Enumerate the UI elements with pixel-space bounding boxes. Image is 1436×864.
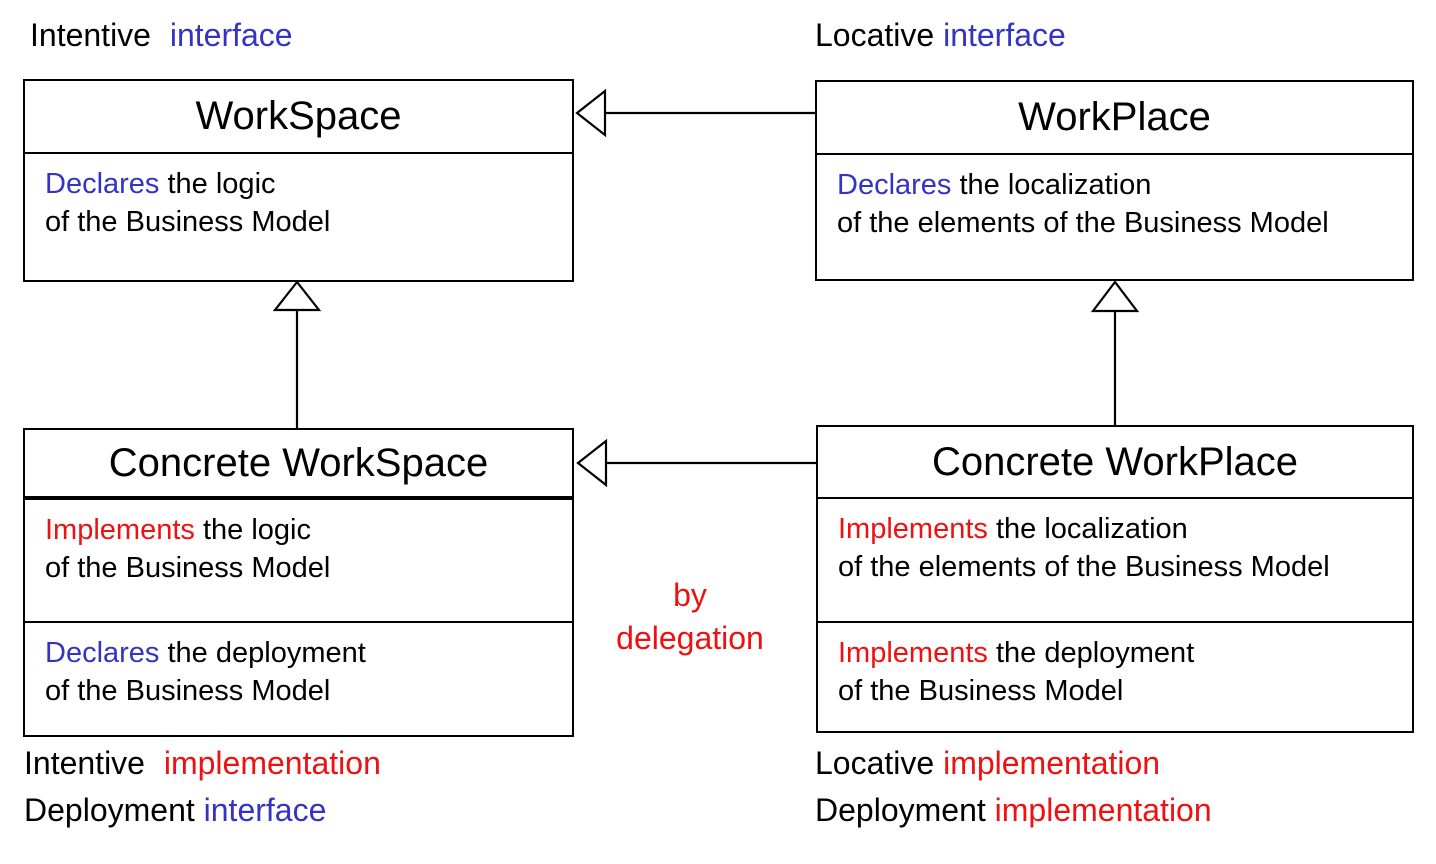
label-text: Intentive (30, 17, 151, 53)
class-box-concrete-workspace: Concrete WorkSpace Implements the logic … (23, 428, 574, 737)
generalization-arrow-workplace-to-workspace (575, 88, 816, 138)
delegation-label: by delegation (590, 574, 790, 660)
label-line: Locative implementation (815, 740, 1212, 787)
compartment-line: Implements the logic (45, 511, 552, 549)
compartment-keyword: Declares (45, 637, 160, 669)
label-intentive-implementation: Intentive implementation Deployment inte… (24, 740, 381, 834)
label-text: Locative (815, 17, 935, 53)
label-text-colored: interface (169, 17, 293, 53)
class-compartment: Declares the localization of the element… (817, 155, 1412, 279)
delegation-label-line2: delegation (616, 620, 764, 656)
class-title-concrete-workspace: Concrete WorkSpace (25, 430, 572, 500)
label-text: Deployment (815, 792, 986, 828)
class-box-workspace: WorkSpace Declares the logic of the Busi… (23, 79, 574, 282)
compartment-line: of the Business Model (45, 675, 331, 707)
compartment-keyword: Implements (838, 637, 988, 669)
class-compartment: Implements the deployment of the Busines… (818, 623, 1412, 731)
label-text-colored: implementation (163, 745, 381, 781)
label-text-colored: interface (943, 17, 1066, 53)
compartment-line: Declares the deployment (45, 634, 552, 672)
class-box-concrete-workplace: Concrete WorkPlace Implements the locali… (816, 425, 1414, 733)
label-text-colored: implementation (994, 792, 1212, 828)
class-title-workspace: WorkSpace (25, 81, 572, 154)
compartment-keyword: Declares (45, 168, 160, 200)
delegation-label-line1: by (673, 577, 707, 613)
class-title-workplace: WorkPlace (817, 82, 1412, 155)
delegation-arrow-concrete-workplace-to-concrete-workspace (576, 438, 817, 488)
compartment-keyword: Implements (45, 514, 195, 546)
class-title-text: Concrete WorkSpace (108, 440, 489, 485)
compartment-line: Declares the logic (45, 165, 552, 203)
compartment-keyword: Declares (837, 169, 952, 201)
generalization-arrow-concrete-workplace-to-workplace (1090, 280, 1140, 426)
compartment-line: Implements the deployment (838, 634, 1392, 672)
compartment-line: Implements the localization (838, 510, 1392, 548)
generalization-arrow-concrete-workspace-to-workspace (272, 280, 322, 429)
label-text-colored: interface (203, 792, 327, 828)
label-text: Intentive (24, 745, 145, 781)
class-compartment: Implements the localization of the eleme… (818, 499, 1412, 623)
class-title-text: Concrete WorkPlace (931, 439, 1299, 484)
label-locative-interface: Locative interface (815, 12, 1066, 59)
class-compartment: Declares the logic of the Business Model (25, 154, 572, 280)
compartment-line: of the elements of the Business Model (837, 207, 1329, 239)
compartment-line: of the Business Model (45, 552, 331, 584)
class-title-concrete-workplace: Concrete WorkPlace (818, 427, 1412, 499)
class-compartment: Implements the logic of the Business Mod… (25, 500, 572, 623)
compartment-line: of the Business Model (45, 206, 331, 238)
label-line: Deployment implementation (815, 787, 1212, 834)
compartment-text: the logic (194, 514, 311, 546)
label-line: Intentive implementation (24, 740, 381, 787)
class-title-text: WorkPlace (1018, 95, 1211, 139)
compartment-line: Declares the localization (837, 166, 1392, 204)
compartment-line: of the elements of the Business Model (838, 551, 1330, 583)
class-compartment: Declares the deployment of the Business … (25, 623, 572, 735)
label-text-colored: implementation (943, 745, 1161, 781)
class-title-text: WorkSpace (195, 94, 402, 138)
label-text: Locative (815, 745, 935, 781)
compartment-text: the deployment (159, 637, 366, 669)
compartment-text: the localization (987, 513, 1188, 545)
label-intentive-interface: Intentive interface (30, 12, 293, 59)
label-line: Deployment interface (24, 787, 381, 834)
compartment-text: the deployment (987, 637, 1195, 669)
compartment-text: the logic (159, 168, 276, 200)
class-box-workplace: WorkPlace Declares the localization of t… (815, 80, 1414, 281)
label-locative-implementation: Locative implementation Deployment imple… (815, 740, 1212, 834)
label-text: Deployment (24, 792, 195, 828)
compartment-keyword: Implements (838, 513, 988, 545)
compartment-text: the localization (951, 169, 1152, 201)
compartment-line: of the Business Model (838, 675, 1124, 707)
